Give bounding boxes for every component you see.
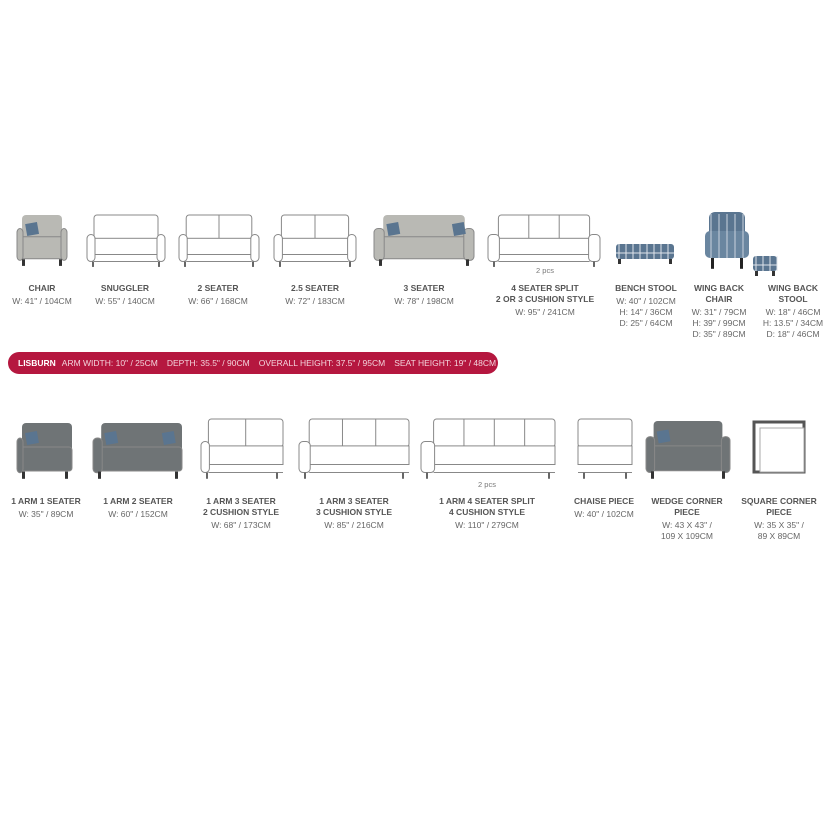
product-item: SQUARE CORNER PIECE W: 35 X 35" / 89 X 89… [724, 496, 823, 542]
product-name: SQUARE CORNER PIECE [741, 496, 817, 517]
product-item: 4 SEATER SPLIT 2 OR 3 CUSHION STYLE W: 95… [490, 283, 600, 318]
sofa-image [645, 418, 731, 480]
product-item: 3 SEATER W: 78" / 198CM [369, 283, 479, 307]
product-dimensions: W: 78" / 198CM [394, 296, 454, 306]
pcs-note: 2 pcs [536, 266, 554, 275]
product-name: 1 ARM 1 SEATER [11, 496, 81, 506]
product-dimensions: W: 55" / 140CM [95, 296, 155, 306]
product-item: CHAISE PIECE W: 40" / 102CM [549, 496, 659, 520]
product-item: 1 ARM 4 SEATER SPLIT 4 CUSHION STYLE W: 1… [432, 496, 542, 531]
sofa-image [752, 254, 778, 276]
product-dimensions: W: 85" / 216CM [324, 520, 384, 530]
product-dimensions: W: 60" / 152CM [108, 509, 168, 519]
pcs-note: 2 pcs [478, 480, 496, 489]
product-name: BENCH STOOL [615, 283, 677, 293]
product-name: 1 ARM 2 SEATER [103, 496, 173, 506]
product-dimensions: W: 110" / 279CM [455, 520, 519, 530]
product-dimensions: W: 40" / 102CM [574, 509, 634, 519]
product-item: 1 ARM 3 SEATER 3 CUSHION STYLE W: 85" / 2… [299, 496, 409, 531]
sofa-image [752, 420, 806, 474]
product-dimensions: W: 35" / 89CM [18, 509, 74, 519]
product-dimensions: W: 35 X 35" / 89 X 89CM [754, 520, 804, 541]
product-name: CHAIR [28, 283, 56, 293]
product-item: SNUGGLER W: 55" / 140CM [70, 283, 180, 307]
sofa-diagram [86, 214, 166, 268]
product-name: 4 SEATER SPLIT 2 OR 3 CUSHION STYLE [495, 283, 595, 304]
product-name: 1 ARM 3 SEATER 3 CUSHION STYLE [315, 496, 393, 517]
product-item: WING BACK STOOL W: 18" / 46CM H: 13.5" / … [738, 283, 823, 340]
product-name: CHAISE PIECE [574, 496, 634, 506]
product-name: 1 ARM 3 SEATER 2 CUSHION STYLE [202, 496, 280, 517]
brand-name: LISBURN [18, 358, 56, 368]
sofa-diagram [298, 418, 410, 480]
sofa-diagram [487, 214, 601, 268]
spec-seat-height: SEAT HEIGHT: 19" / 48CM [394, 358, 497, 368]
spec-overall-height: OVERALL HEIGHT: 37.5" / 95CM [258, 358, 386, 368]
product-item: 1 ARM 2 SEATER W: 60" / 152CM [83, 496, 193, 520]
product-item: 1 ARM 3 SEATER 2 CUSHION STYLE W: 68" / 1… [186, 496, 296, 531]
product-item: 2 SEATER W: 66" / 168CM [163, 283, 273, 307]
spec-arm-width: ARM WIDTH: 10" / 25CM [61, 358, 158, 368]
product-dimensions: W: 95" / 241CM [515, 307, 575, 317]
product-item: BENCH STOOL W: 40" / 102CM H: 14" / 36CM … [591, 283, 701, 329]
product-dimensions: W: 72" / 183CM [285, 296, 345, 306]
product-name: 3 SEATER [403, 283, 445, 293]
product-dimensions: W: 68" / 173CM [211, 520, 271, 530]
sofa-diagram [200, 418, 284, 480]
product-name: WEDGE CORNER PIECE [651, 496, 723, 517]
sofa-image [16, 212, 68, 267]
product-name: WING BACK STOOL [767, 283, 819, 304]
product-item: WING BACK CHAIR W: 31" / 79CM H: 39" / 99… [664, 283, 774, 340]
product-name: 1 ARM 4 SEATER SPLIT 4 CUSHION STYLE [439, 496, 535, 517]
sofa-image [373, 212, 475, 267]
sofa-image [16, 420, 74, 480]
sofa-diagram [420, 418, 556, 480]
sofa-diagram [178, 214, 260, 268]
sofa-diagram [577, 418, 633, 480]
sofa-image [615, 242, 675, 264]
product-dimensions: W: 18" / 46CM H: 13.5" / 34CM D: 18" / 4… [762, 307, 823, 339]
product-dimensions: W: 43 X 43" / 109 X 109CM [661, 520, 713, 541]
sofa-image [703, 210, 751, 270]
product-item: CHAIR W: 41" / 104CM [0, 283, 97, 307]
product-dimensions: W: 66" / 168CM [188, 296, 248, 306]
spec-depth: DEPTH: 35.5" / 90CM [166, 358, 250, 368]
product-dimensions: W: 40" / 102CM H: 14" / 36CM D: 25" / 64… [616, 296, 676, 328]
product-dimensions: W: 31" / 79CM H: 39" / 99CM D: 35" / 89C… [691, 307, 747, 339]
product-item: 1 ARM 1 SEATER W: 35" / 89CM [0, 496, 101, 520]
sofa-diagram [273, 214, 357, 268]
product-name: 2 SEATER [197, 283, 239, 293]
product-item: 2.5 SEATER W: 72" / 183CM [260, 283, 370, 307]
spec-banner: LISBURN ARM WIDTH: 10" / 25CM DEPTH: 35.5"… [8, 352, 498, 374]
product-name: 2.5 SEATER [290, 283, 340, 293]
sofa-image [92, 420, 184, 480]
product-item: WEDGE CORNER PIECE W: 43 X 43" / 109 X 10… [632, 496, 742, 542]
product-name: WING BACK CHAIR [693, 283, 745, 304]
product-name: SNUGGLER [100, 283, 150, 293]
product-dimensions: W: 41" / 104CM [12, 296, 72, 306]
